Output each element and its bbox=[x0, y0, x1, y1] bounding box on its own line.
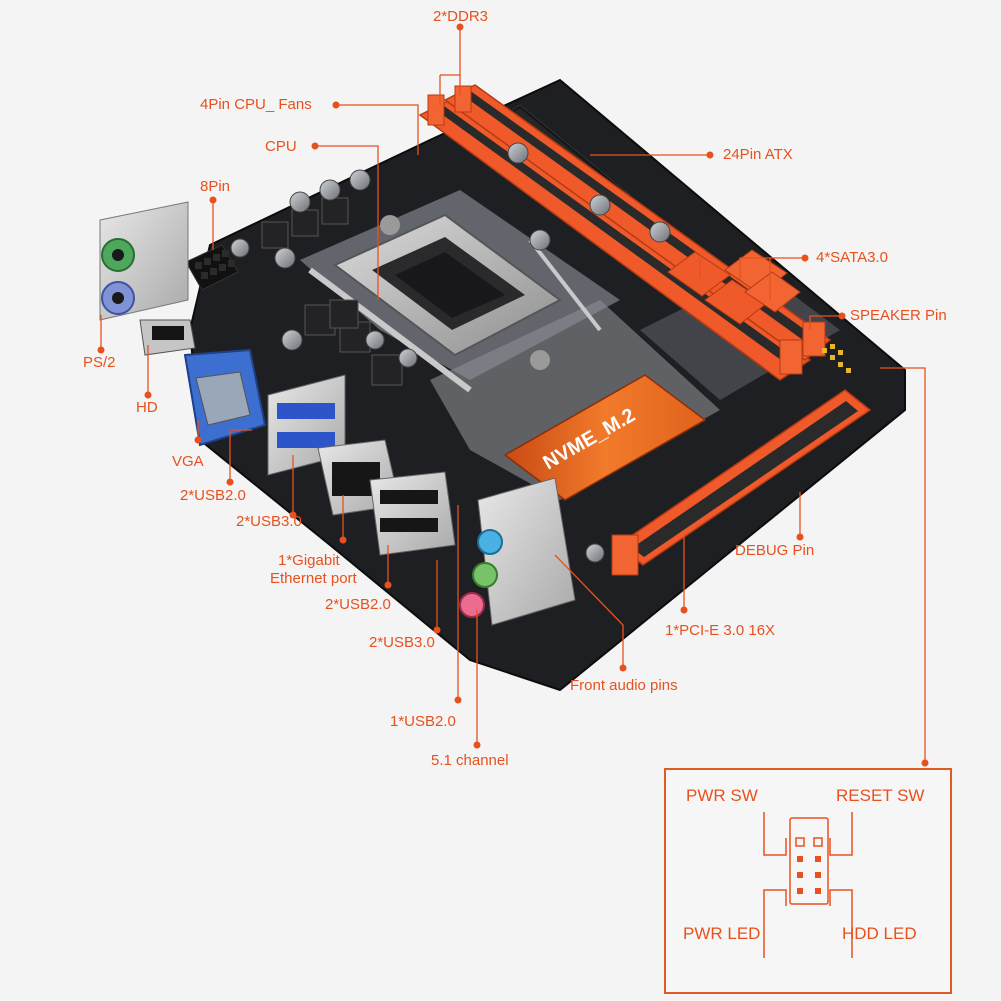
label-cpu: CPU bbox=[265, 138, 297, 155]
header-pin-diagram bbox=[763, 812, 853, 958]
label-51-channel: 5.1 channel bbox=[431, 752, 509, 769]
label-atx24: 24Pin ATX bbox=[723, 146, 793, 163]
usb-stack-b bbox=[369, 471, 456, 556]
label-pcie: 1*PCI-E 3.0 16X bbox=[665, 622, 776, 639]
label-gigabit-1: 1*Gigabit bbox=[278, 552, 340, 569]
callout-dots bbox=[97, 23, 929, 767]
label-usb30-b: 2*USB3.0 bbox=[369, 634, 435, 651]
cpu-socket bbox=[308, 213, 602, 393]
front-panel-header-diagram: PWR SW RESET SW PWR LED HDD LED bbox=[664, 768, 952, 994]
label-usb20-c: 1*USB2.0 bbox=[390, 713, 456, 730]
vga-port bbox=[183, 348, 267, 447]
label-gigabit-2: Ethernet port bbox=[270, 570, 357, 587]
capacitors bbox=[230, 142, 671, 563]
label-vga: VGA bbox=[172, 453, 204, 470]
label-hd: HD bbox=[136, 399, 158, 416]
pwr-led-label: PWR LED bbox=[683, 924, 761, 943]
pin8-connector bbox=[185, 244, 239, 291]
audio-io bbox=[459, 477, 576, 626]
label-cpu-fans: 4Pin CPU_ Fans bbox=[200, 96, 312, 113]
front-panel-pins bbox=[822, 344, 851, 373]
pwr-sw-label: PWR SW bbox=[686, 786, 758, 805]
label-usb30-a: 2*USB3.0 bbox=[236, 513, 302, 530]
pcie-slot bbox=[611, 389, 872, 576]
ps2-port bbox=[99, 201, 189, 321]
label-sata: 4*SATA3.0 bbox=[816, 249, 888, 266]
callout-lines bbox=[100, 27, 926, 763]
label-front-audio: Front audio pins bbox=[570, 677, 678, 694]
vrm-chokes bbox=[261, 197, 403, 386]
hdmi-port bbox=[139, 319, 196, 356]
label-usb20-a: 2*USB2.0 bbox=[180, 487, 246, 504]
hdd-led-label: HDD LED bbox=[842, 924, 917, 943]
label-ddr3: 2*DDR3 bbox=[433, 8, 489, 25]
label-speaker: SPEAKER Pin bbox=[850, 307, 947, 324]
nvme-m2-heatsink: NVME_M.2 bbox=[503, 374, 707, 501]
reset-sw-label: RESET SW bbox=[836, 786, 925, 805]
sata-connectors bbox=[667, 249, 801, 325]
label-debug: DEBUG Pin bbox=[735, 542, 815, 559]
label-ps2: PS/2 bbox=[83, 354, 116, 371]
label-usb20-b: 2*USB2.0 bbox=[325, 596, 391, 613]
label-8pin: 8Pin bbox=[200, 178, 231, 195]
